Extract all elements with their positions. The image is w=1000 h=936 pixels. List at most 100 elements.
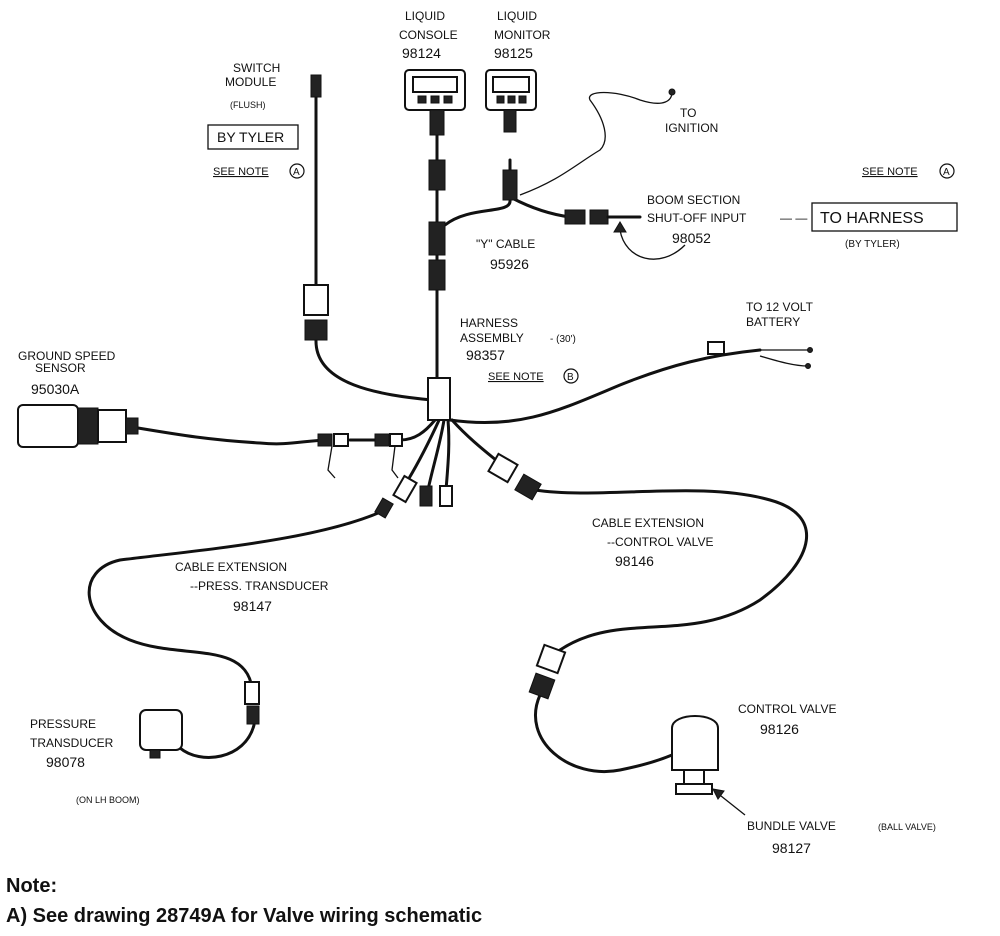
transducer-label-1: PRESSURE	[30, 717, 96, 731]
valve-actuator	[671, 715, 719, 771]
harness-length: - (30')	[550, 334, 576, 345]
to-harness-box	[811, 202, 958, 232]
console-screen	[412, 76, 458, 93]
press-connector-top	[244, 681, 260, 705]
bundle-valve-note: (BALL VALVE)	[878, 822, 936, 832]
battery-label-2: BATTERY	[746, 315, 800, 329]
bundle-valve-label: BUNDLE VALVE	[747, 819, 836, 833]
harness-label-1: HARNESS	[460, 316, 518, 330]
valve-ext-label-2: --CONTROL VALVE	[607, 535, 713, 549]
console-label-2: CONSOLE	[399, 28, 458, 42]
monitor-button-2	[507, 95, 516, 104]
gs-connector-4	[389, 433, 403, 447]
boom-connector-male	[589, 209, 609, 225]
boom-by-tyler: (BY TYLER)	[845, 239, 900, 250]
monitor-screen	[492, 76, 530, 93]
harness-part: 98357	[466, 347, 505, 363]
footnote-title: Note:	[6, 875, 57, 897]
valve-cable	[533, 488, 808, 652]
console-button-2	[430, 95, 440, 104]
wires	[87, 88, 810, 773]
battery-fuse	[707, 341, 725, 355]
press-cable	[87, 508, 387, 690]
monitor-label-2: MONITOR	[494, 28, 551, 42]
sensor-collar	[77, 407, 99, 445]
gs-connector-1	[317, 433, 333, 447]
switch-label-2: MODULE	[225, 75, 276, 89]
ignition-wire	[519, 91, 673, 196]
switch-label-1: SWITCH	[233, 61, 280, 75]
bundle-valve-body	[675, 783, 713, 795]
transducer-part: 98078	[46, 754, 85, 770]
y-cable-part: 95926	[490, 256, 529, 272]
switch-connector-bottom	[304, 319, 328, 341]
press-ext-connector	[374, 497, 394, 519]
switch-label-3: (FLUSH)	[230, 100, 266, 110]
console-button-3	[443, 95, 453, 104]
boom-arrow-head	[613, 221, 627, 233]
hub-spoke-4	[450, 418, 504, 467]
valve-connector-bottom	[528, 672, 556, 700]
hub-spoke-2	[426, 418, 446, 492]
switch-see-note: SEE NOTE	[213, 166, 269, 178]
hub-spoke-1	[406, 416, 442, 482]
boom-connector-female	[564, 209, 586, 225]
ignition-terminal	[668, 88, 676, 96]
switch-to-hub	[314, 338, 434, 402]
to-harness-label: TO HARNESS	[820, 210, 924, 227]
harness-see-note: SEE NOTE	[488, 371, 544, 383]
battery-label-1: TO 12 VOLT	[746, 300, 814, 314]
control-valve-part: 98126	[760, 721, 799, 737]
transducer-location: (ON LH BOOM)	[76, 795, 140, 805]
switch-module-plug	[310, 74, 322, 98]
note-b-circle	[563, 368, 579, 384]
console-part: 98124	[402, 45, 441, 61]
spoke-connector-2	[419, 485, 433, 507]
boom-arrow-curve	[619, 229, 686, 260]
gs-connector-2	[333, 433, 349, 447]
transducer-label-2: TRANSDUCER	[30, 736, 114, 750]
sensor-head	[97, 409, 127, 443]
valve-connector-top	[535, 643, 567, 675]
sensor-body	[17, 404, 79, 448]
press-ext-label-1: CABLE EXTENSION	[175, 560, 287, 574]
boom-label-1: BOOM SECTION	[647, 193, 740, 207]
boom-dashes: — —	[780, 211, 807, 225]
press-cable-end	[178, 723, 256, 759]
ground-speed-part: 95030A	[31, 381, 80, 397]
pressure-transducer-device	[139, 709, 183, 759]
monitor-plug	[503, 109, 517, 133]
console-plug	[429, 109, 445, 136]
trunk-connector-3	[428, 259, 446, 291]
monitor-button-1	[496, 95, 505, 104]
switch-connector-top	[303, 284, 329, 316]
battery-terminal-1	[807, 347, 813, 353]
boom-note-letter: A	[943, 167, 950, 178]
y-cable-label: "Y" CABLE	[476, 237, 535, 251]
battery-leads	[759, 349, 810, 367]
note-a-circle-right	[939, 163, 955, 179]
switch-by-tyler: BY TYLER	[217, 129, 284, 145]
gs-connector-3	[374, 433, 390, 447]
switch-note-letter: A	[293, 167, 300, 178]
ground-speed-to-hub	[398, 418, 437, 442]
ground-speed-sensor	[17, 404, 139, 448]
footnote-line: A) See drawing 28749A for Valve wiring s…	[6, 905, 482, 927]
console-button-1	[417, 95, 427, 104]
battery-wire	[448, 348, 762, 425]
boom-label-2: SHUT-OFF INPUT	[647, 211, 747, 225]
monitor-label-1: LIQUID	[497, 9, 537, 23]
control-valve-label: CONTROL VALVE	[738, 702, 836, 716]
press-ext-label-2: --PRESS. TRANSDUCER	[190, 579, 329, 593]
battery-terminal-2	[805, 363, 811, 369]
ground-speed-label-2: SENSOR	[35, 361, 86, 375]
boom-part: 98052	[672, 230, 711, 246]
hub-spoke-3	[444, 418, 451, 492]
boom-branch	[510, 196, 572, 219]
note-a-circle-left	[289, 163, 305, 179]
transducer-port	[149, 749, 161, 759]
ignition-label-1: TO	[680, 106, 696, 120]
trunk-connector-1	[428, 159, 446, 191]
valve-ext-connector	[514, 473, 542, 501]
